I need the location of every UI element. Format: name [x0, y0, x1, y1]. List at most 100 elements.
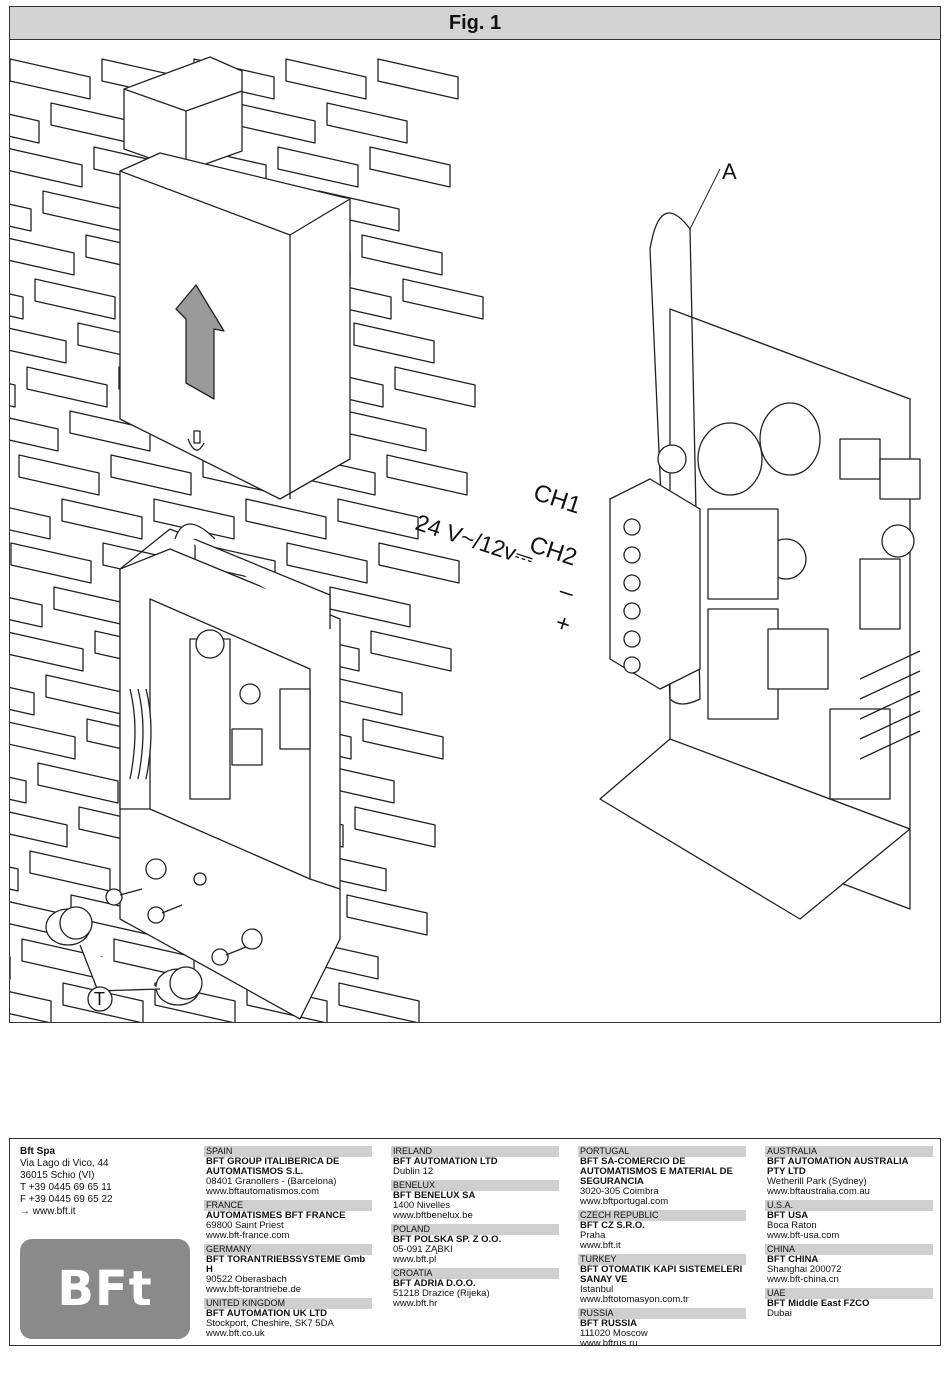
receiver-box [119, 523, 341, 1020]
brick [337, 498, 419, 540]
address-line: 51218 Drazice (Rijeka) [393, 1288, 490, 1299]
address-line: Dublin 12 [393, 1166, 434, 1177]
company-name: BFT AUTOMATION AUSTRALIA [767, 1156, 909, 1167]
company-name: SANAY VE [580, 1274, 628, 1285]
brick [10, 721, 76, 760]
brick [69, 410, 151, 452]
brick [18, 454, 100, 496]
brick [234, 102, 316, 144]
screws [105, 888, 247, 966]
brick [34, 278, 116, 320]
label-antenna: A [722, 159, 737, 184]
brick [10, 293, 24, 320]
address-line: Dubai [767, 1308, 792, 1319]
brick [361, 234, 443, 276]
company-name: BFT Middle East FZCO [767, 1298, 870, 1309]
brick [50, 102, 132, 144]
figure-frame: Fig. 1 [9, 6, 941, 1023]
country-label: RUSSIA [578, 1308, 746, 1319]
brick [353, 322, 435, 364]
brick [62, 982, 144, 1022]
address-line: 3020-305 Coimbra [580, 1186, 659, 1197]
address-line: Boca Raton [767, 1220, 817, 1231]
website-link[interactable]: www.bft.it [580, 1240, 621, 1251]
brick [377, 58, 459, 100]
country-label: SPAIN [204, 1146, 372, 1157]
installation-drawing: A CH1 CH2 24 V~/12v⎓ – + T [10, 56, 921, 1022]
company-name: BFT SA-COMERCIO DE [580, 1156, 686, 1167]
company-name: AUTOMATISMOS E MATERIAL DE [580, 1166, 733, 1177]
company-name: BFT AUTOMATION UK LTD [206, 1308, 328, 1319]
company-name: BFT ADRIA D.O.O. [393, 1278, 476, 1289]
brick [338, 982, 420, 1022]
brick [277, 146, 359, 188]
hq-web-link[interactable]: → www.bft.it [20, 1206, 76, 1217]
headquarters: Bft Spa Via Lago di Vico, 44 36015 Schio… [20, 1146, 198, 1218]
brick [326, 102, 408, 144]
address-line: 05-091 ZĄBKI [393, 1244, 453, 1255]
brick [10, 686, 35, 716]
label-minus: – [556, 577, 578, 607]
website-link[interactable]: www.bft-torantriebe.de [206, 1284, 302, 1295]
brick [10, 327, 67, 364]
company-name: PTY LTD [767, 1166, 806, 1177]
website-link[interactable]: www.bftotomasyon.com.tr [580, 1294, 689, 1305]
brick [10, 507, 51, 540]
hq-street: Via Lago di Vico, 44 [20, 1158, 109, 1169]
website-link[interactable]: www.bftrus.ru [580, 1338, 638, 1349]
company-name: SEGURANCIA [580, 1176, 644, 1187]
brick [10, 866, 19, 892]
brick [10, 203, 32, 232]
circuit-board [599, 212, 921, 920]
brick [378, 542, 460, 584]
website-link[interactable]: www.bft.hr [393, 1298, 438, 1309]
website-link[interactable]: www.bftportugal.com [580, 1196, 669, 1207]
brick [10, 811, 68, 848]
website-link[interactable]: www.bftaustralia.com.au [767, 1186, 870, 1197]
brick [369, 146, 451, 188]
company-name: AUTOMATISMOS S.L. [206, 1166, 304, 1177]
label-caps: T [94, 989, 105, 1009]
country-label: AUSTRALIA [765, 1146, 933, 1157]
address-line: 1400 Nivelles [393, 1200, 451, 1211]
address-line: 111020 Moscow [580, 1328, 648, 1339]
website-link[interactable]: www.bft.pl [393, 1254, 437, 1265]
website-link[interactable]: www.bft-china.cn [767, 1274, 839, 1285]
country-label: FRANCE [204, 1200, 372, 1211]
website-link[interactable]: www.bftautomatismos.com [206, 1186, 319, 1197]
logo-text: BFt [57, 1261, 153, 1317]
brick [370, 630, 452, 672]
company-name: BFT AUTOMATION LTD [393, 1156, 498, 1167]
brick [154, 982, 236, 1022]
country-label: PORTUGAL [578, 1146, 746, 1157]
brick [10, 417, 59, 452]
company-name: BFT GROUP ITALIBERICA DE [206, 1156, 340, 1167]
brick [386, 454, 468, 496]
country-label: GERMANY [204, 1244, 372, 1255]
brick [245, 498, 327, 540]
country-label: CZECH REPUBLIC [578, 1210, 746, 1221]
brick [37, 762, 119, 804]
country-label: U.S.A. [765, 1200, 933, 1211]
brick [26, 366, 108, 408]
website-link[interactable]: www.bft-usa.com [767, 1230, 840, 1241]
website-link[interactable]: www.bftbenelux.be [393, 1210, 473, 1221]
brick [45, 674, 127, 716]
website-link[interactable]: www.bft-france.com [206, 1230, 290, 1241]
brick [153, 498, 235, 540]
country-label: CROATIA [391, 1268, 559, 1279]
website-link[interactable]: www.bft.co.uk [206, 1328, 265, 1339]
address-line: Stockport, Cheshire, SK7 5DA [206, 1318, 334, 1329]
